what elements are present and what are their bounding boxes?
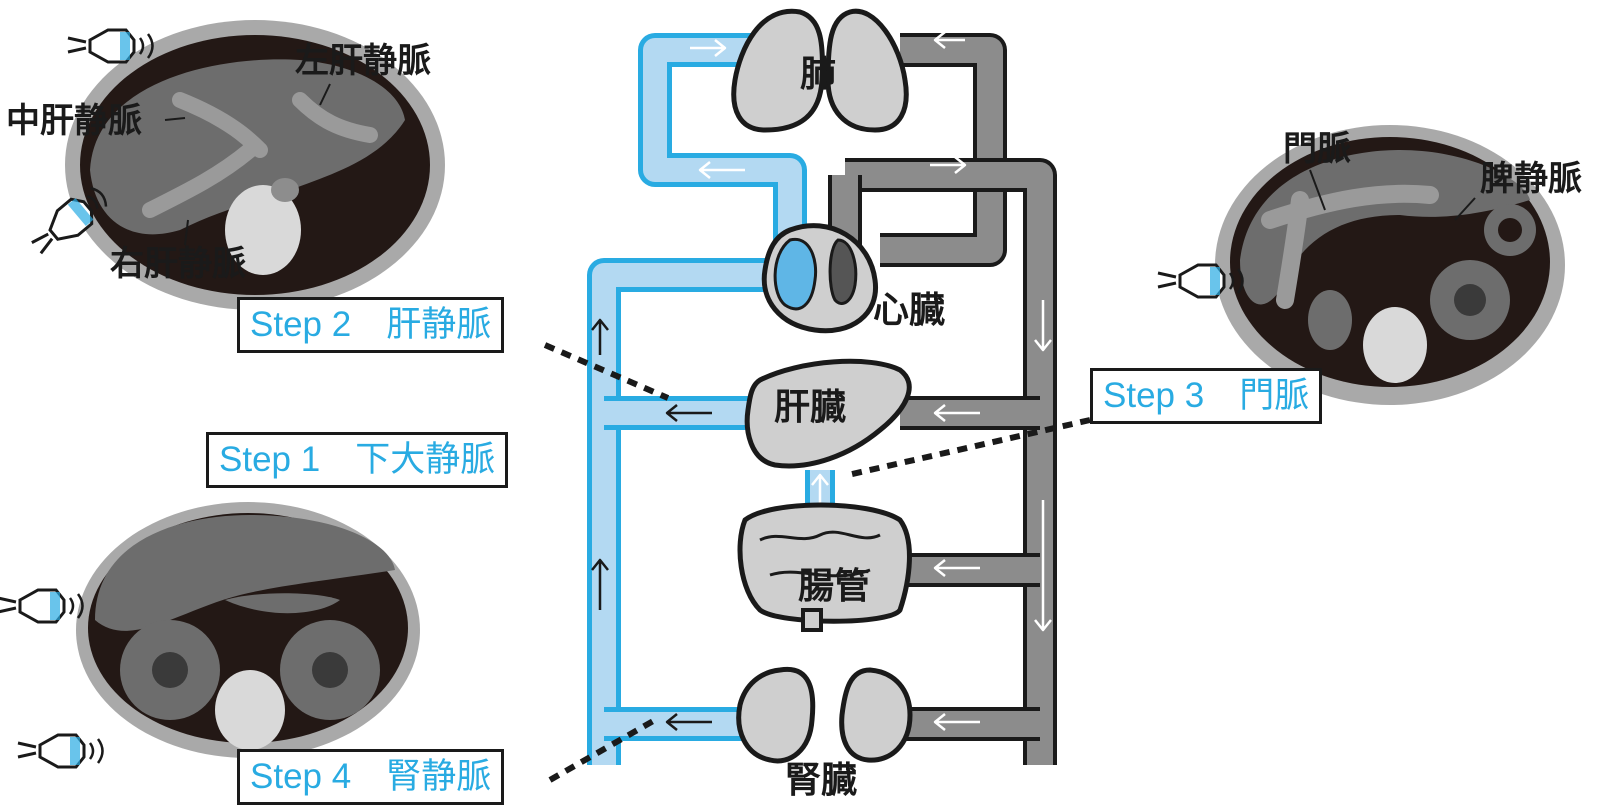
heart-label: 心臓 <box>873 290 945 331</box>
kidney-label: 腎臓 <box>785 760 857 801</box>
step-connectors <box>543 342 1091 783</box>
ultrasound-probe-icon <box>16 733 104 769</box>
step-4-label: Step 4 腎静脈 <box>237 749 505 805</box>
heart <box>761 223 879 334</box>
ct-slice-portal-vein <box>1215 125 1565 405</box>
splenic-vein-label: 脾静脈 <box>1480 159 1582 199</box>
step-1-label: Step 1 下大静脈 <box>206 432 509 488</box>
step-2-label: Step 2 肝静脈 <box>237 297 505 353</box>
arterial-circuit <box>828 31 1057 765</box>
lung-label: 肺 <box>800 54 836 95</box>
liver <box>744 358 912 469</box>
liver-label: 肝臓 <box>774 387 846 428</box>
intestine-label: 腸管 <box>798 566 870 607</box>
intestine <box>737 502 912 632</box>
middle-hepatic-vein-label: 中肝静脈 <box>6 101 142 141</box>
ct-slice-hepatic-veins <box>65 20 445 310</box>
left-hepatic-vein-label: 左肝静脈 <box>295 41 431 81</box>
right-hepatic-vein-label: 右肝静脈 <box>110 244 246 284</box>
portal-vein-label: 門脈 <box>1283 129 1351 169</box>
ultrasound-probe-icon <box>0 588 84 624</box>
lungs <box>731 8 909 133</box>
ct-slice-renal-veins <box>76 502 420 758</box>
step-3-label: Step 3 門脈 <box>1090 368 1323 424</box>
kidneys <box>736 666 913 764</box>
